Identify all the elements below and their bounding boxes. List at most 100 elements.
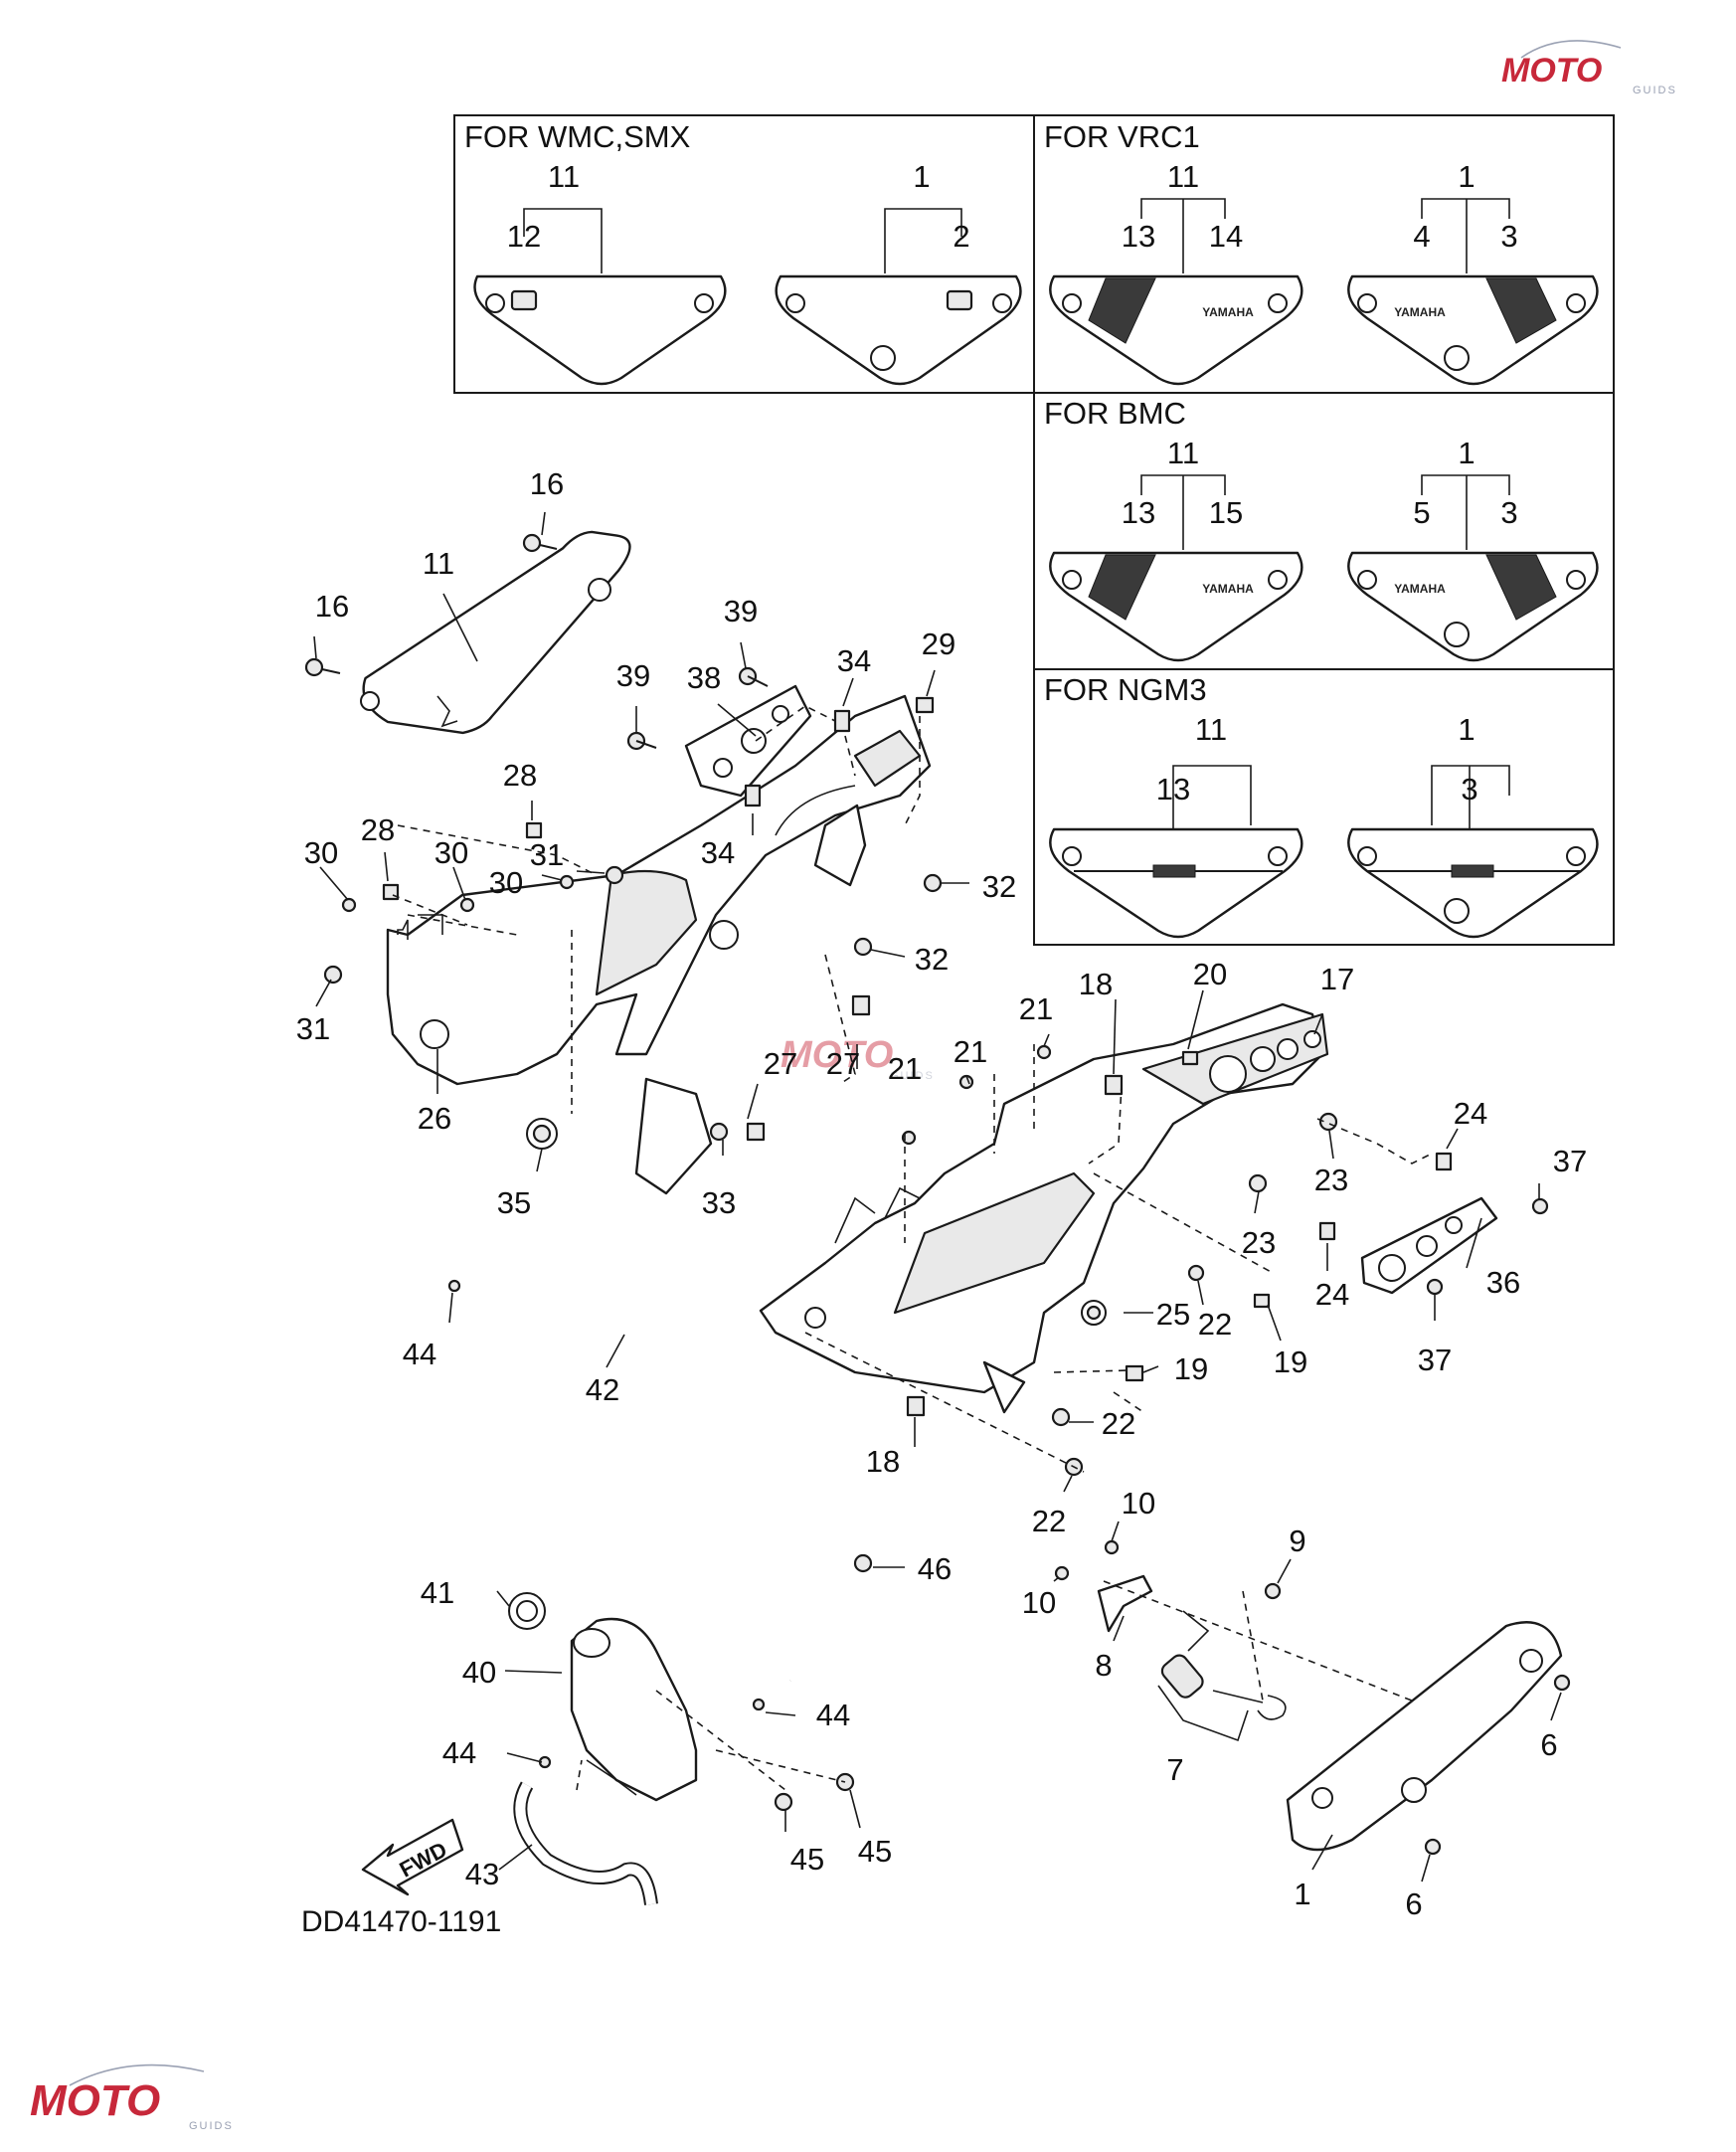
callouts: 16 11 16 39 39 38 34 34 29 28 28 30 30 3… bbox=[296, 466, 1587, 1921]
callout-number: 28 bbox=[361, 812, 395, 847]
callout-number: 4 bbox=[1413, 219, 1430, 254]
callout-number: 42 bbox=[586, 1372, 619, 1407]
callout-number: 13 bbox=[1122, 495, 1155, 530]
callout-number: 46 bbox=[918, 1551, 952, 1586]
callout-number: 18 bbox=[866, 1444, 900, 1479]
callout-number: 11 bbox=[423, 546, 454, 581]
callout-number: 44 bbox=[403, 1337, 436, 1371]
callout-number: 3 bbox=[1500, 219, 1517, 254]
callout-number: 33 bbox=[702, 1185, 736, 1220]
callout-number: 11 bbox=[548, 159, 580, 194]
callout-number: 44 bbox=[816, 1698, 850, 1732]
callout-number: 11 bbox=[1167, 436, 1199, 470]
decal-brand-text: YAMAHA bbox=[1202, 582, 1254, 596]
callout-number: 39 bbox=[616, 658, 650, 693]
side-cover-decal-right bbox=[1347, 827, 1599, 939]
callout-number: 30 bbox=[489, 865, 523, 900]
variant-header: FOR NGM3 bbox=[1044, 672, 1207, 707]
logo-sub-text: GUIDS bbox=[1633, 85, 1677, 96]
callout-number: 1 bbox=[913, 159, 930, 194]
callout-number: 7 bbox=[1166, 1752, 1183, 1787]
drawing-code: DD41470-1191 bbox=[301, 1905, 501, 1938]
callout-number: 27 bbox=[764, 1046, 797, 1081]
callout-number: 34 bbox=[701, 835, 735, 870]
callout-number: 34 bbox=[837, 643, 871, 678]
callout-number: 15 bbox=[1209, 495, 1243, 530]
callout-number: 37 bbox=[1553, 1144, 1587, 1178]
callout-number: 18 bbox=[1079, 967, 1113, 1001]
callout-number: 2 bbox=[953, 219, 969, 254]
logo-text: MOTO bbox=[1501, 52, 1602, 90]
callout-number: 29 bbox=[922, 627, 955, 661]
assembly-dash-lines bbox=[392, 705, 1433, 1791]
callout-number: 11 bbox=[1167, 159, 1199, 194]
callout-number: 36 bbox=[1486, 1265, 1520, 1300]
right-side-cover bbox=[1286, 1621, 1563, 1852]
callout-number: 27 bbox=[826, 1046, 860, 1081]
hose-43 bbox=[513, 1781, 658, 1906]
breather-hose-42 bbox=[462, 1239, 829, 1686]
callout-number: 21 bbox=[954, 1034, 987, 1069]
callout-number: 30 bbox=[434, 835, 468, 870]
callout-number: 39 bbox=[724, 594, 758, 628]
callout-number: 6 bbox=[1405, 1886, 1422, 1921]
callout-number: 40 bbox=[462, 1655, 496, 1690]
callout-number: 38 bbox=[687, 660, 721, 695]
callout-number: 28 bbox=[503, 758, 537, 793]
right-frame-bracket bbox=[759, 1002, 1329, 1414]
callout-number: 26 bbox=[418, 1101, 451, 1136]
callout-number: 23 bbox=[1242, 1225, 1276, 1260]
callout-number: 21 bbox=[888, 1051, 922, 1086]
callout-number: 1 bbox=[1294, 1877, 1310, 1911]
callout-number: 8 bbox=[1095, 1648, 1112, 1683]
callout-number: 1 bbox=[1458, 436, 1475, 470]
side-cover-decal-right: YAMAHA bbox=[1347, 551, 1599, 662]
side-cover-decal-left: YAMAHA bbox=[1049, 551, 1303, 662]
callout-number: 11 bbox=[1195, 712, 1227, 747]
callout-number: 10 bbox=[1022, 1585, 1056, 1620]
callout-number: 12 bbox=[507, 219, 541, 254]
callout-number: 31 bbox=[296, 1011, 330, 1046]
logo-sub-text: GUIDS bbox=[890, 1070, 935, 1082]
callout-number: 37 bbox=[1418, 1343, 1452, 1377]
callout-number: 30 bbox=[304, 835, 338, 870]
bracket-36 bbox=[1360, 1196, 1498, 1295]
variant-header: FOR VRC1 bbox=[1044, 119, 1200, 154]
variant-bmc: FOR BMC 11 13 15 YAMAHA 1 5 3 YAMAHA bbox=[1044, 396, 1599, 662]
reservoir-tank-40 bbox=[570, 1617, 698, 1802]
callout-number: 23 bbox=[1314, 1163, 1348, 1197]
seat-lock-assembly bbox=[1097, 1574, 1287, 1720]
bolt-16a bbox=[522, 533, 558, 553]
variant-vrc1: FOR VRC1 11 13 14 YAMAHA 1 4 3 YAMAHA bbox=[1044, 119, 1599, 386]
logo-sub-text: GUIDS bbox=[189, 2120, 234, 2132]
callout-number: 1 bbox=[1458, 159, 1475, 194]
logo-text: MOTO bbox=[781, 1034, 893, 1076]
callout-number: 44 bbox=[442, 1735, 476, 1770]
left-side-cover bbox=[360, 530, 631, 735]
callout-number: 45 bbox=[790, 1842, 824, 1877]
callout-number: 43 bbox=[465, 1857, 499, 1891]
callout-number: 24 bbox=[1315, 1277, 1349, 1312]
callout-number: 9 bbox=[1289, 1524, 1305, 1558]
variant-header: FOR WMC,SMX bbox=[464, 119, 691, 154]
side-cover-decal-right bbox=[775, 274, 1022, 386]
callout-number: 16 bbox=[530, 466, 564, 501]
callout-number: 41 bbox=[421, 1575, 454, 1610]
callout-number: 31 bbox=[530, 837, 564, 872]
callout-number: 32 bbox=[915, 942, 949, 977]
side-cover-decal-left bbox=[473, 274, 727, 386]
callout-number: 45 bbox=[858, 1834, 892, 1869]
callout-number: 6 bbox=[1540, 1727, 1557, 1762]
moto-guids-logo-top: MOTO GUIDS bbox=[1501, 40, 1677, 96]
bolt-16b bbox=[304, 657, 341, 677]
callout-number: 35 bbox=[497, 1185, 531, 1220]
callout-number: 13 bbox=[1156, 772, 1190, 807]
decal-brand-text: YAMAHA bbox=[1394, 305, 1446, 319]
callout-number: 13 bbox=[1122, 219, 1155, 254]
callout-number: 3 bbox=[1500, 495, 1517, 530]
callout-number: 19 bbox=[1174, 1351, 1208, 1386]
callout-number: 1 bbox=[1458, 712, 1475, 747]
decal-brand-text: YAMAHA bbox=[1202, 305, 1254, 319]
callout-number: 14 bbox=[1209, 219, 1243, 254]
callout-number: 17 bbox=[1320, 962, 1354, 996]
